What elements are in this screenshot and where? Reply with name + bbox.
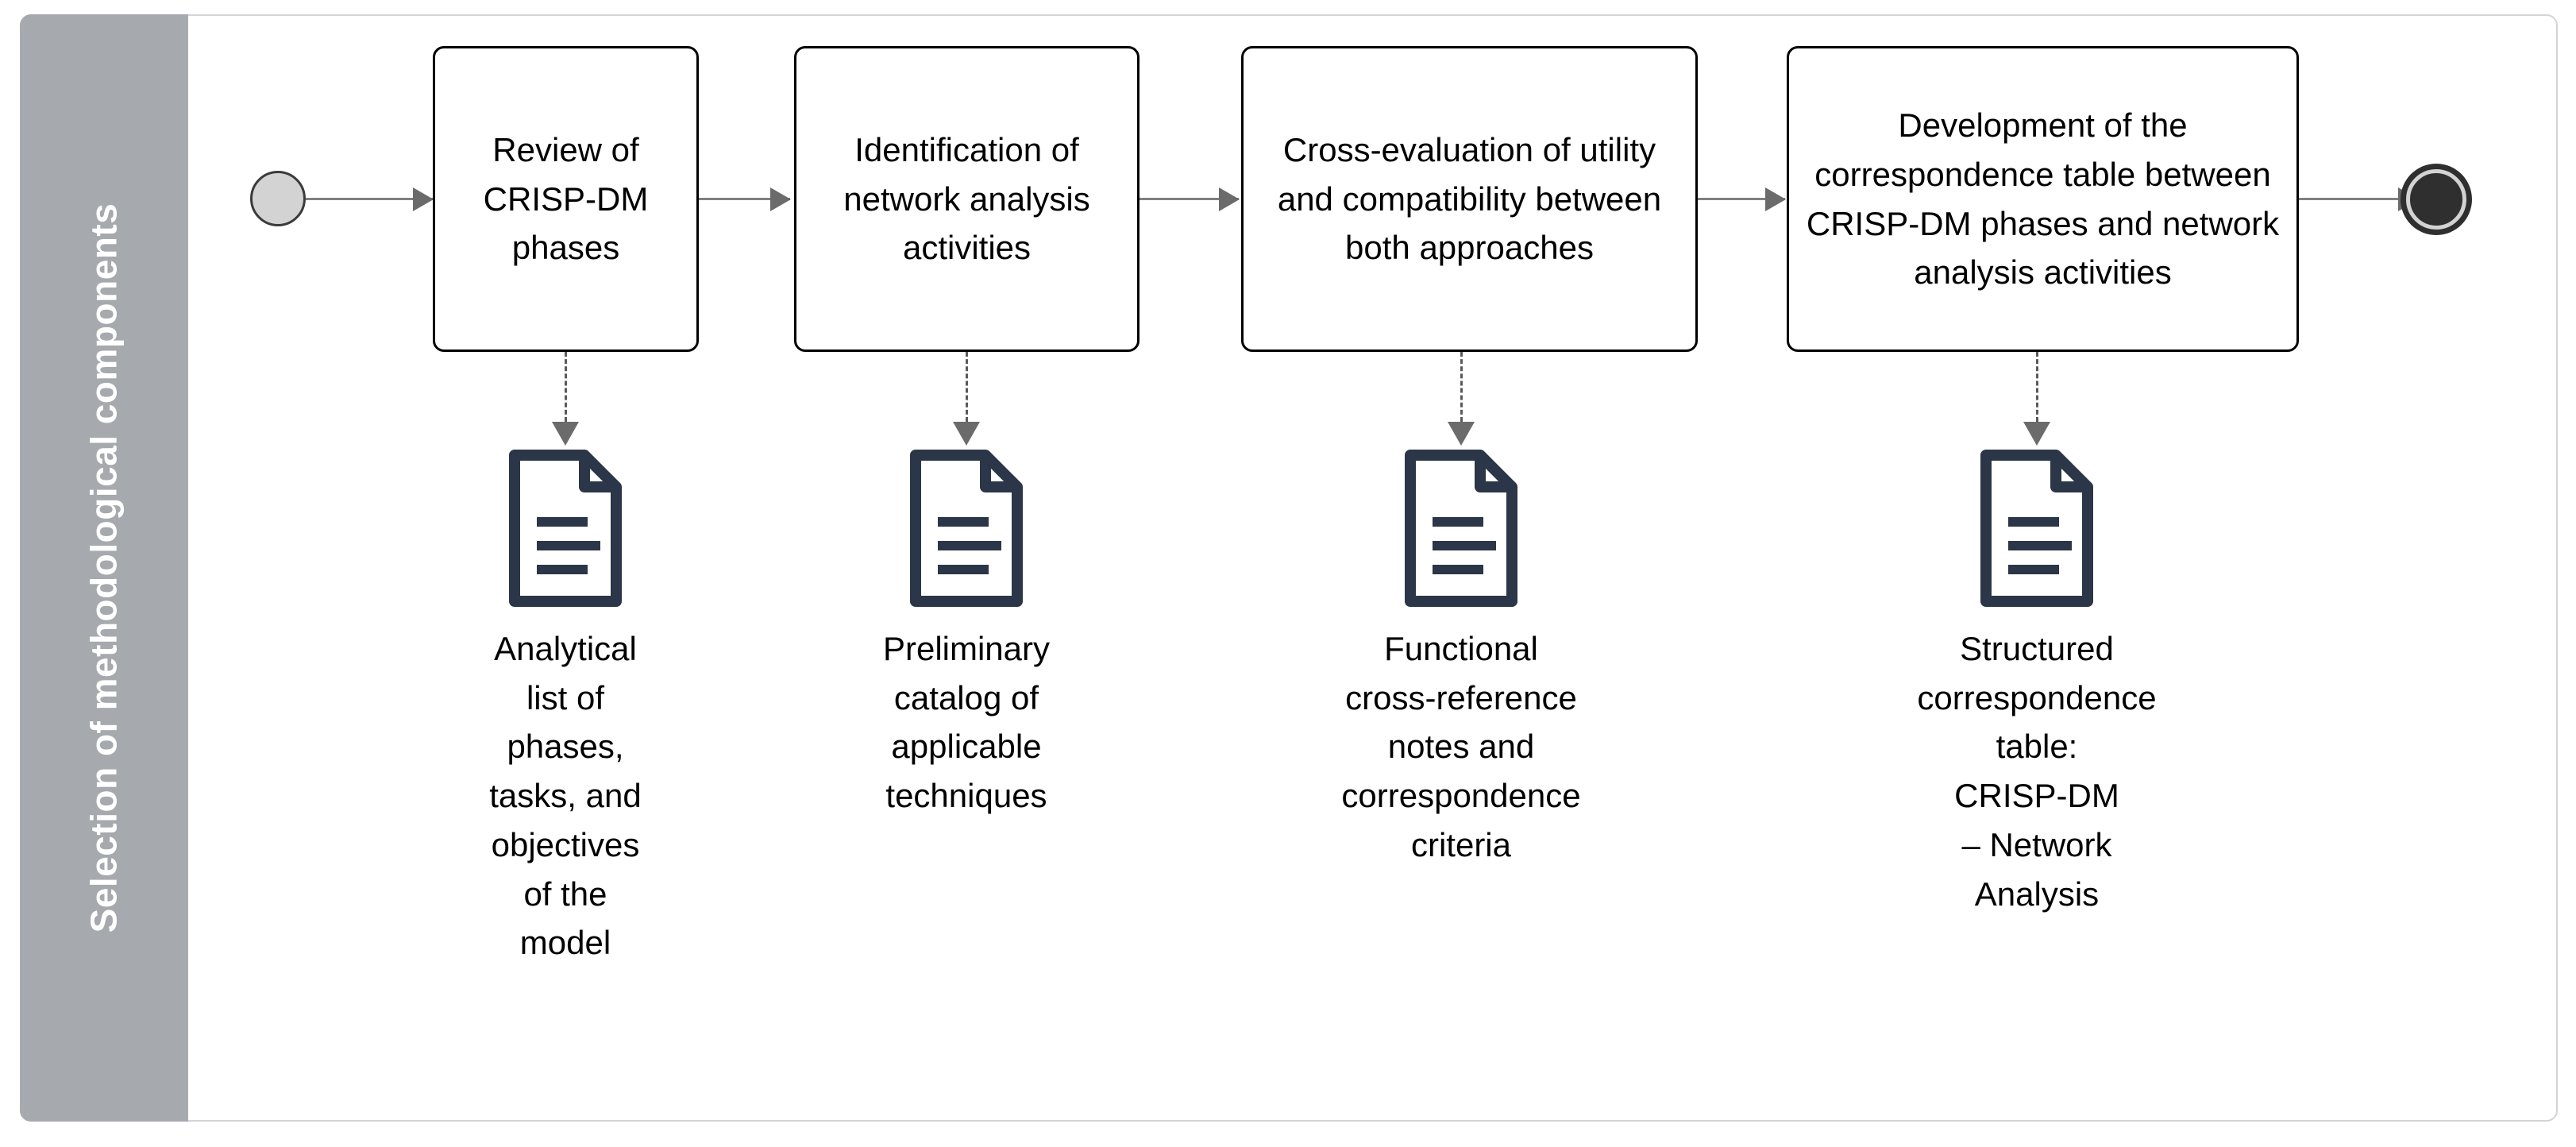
process-box-step-4-label: Development of the correspondence table … <box>1806 106 2280 292</box>
artifact-group-step-1: Analytical list of phases, tasks, and ob… <box>430 352 700 967</box>
process-box-step-1[interactable]: Review of CRISP-DM phases <box>433 46 699 352</box>
artifact-group-step-4: Structured correspondence table: CRISP-D… <box>1878 352 2196 918</box>
document-icon <box>505 449 626 612</box>
process-box-step-1-label: Review of CRISP-DM phases <box>483 130 649 267</box>
arrowhead-icon <box>1765 187 1786 211</box>
association-dashed-line <box>2035 352 2038 422</box>
connector-step-3-to-step-4 <box>1698 187 1786 211</box>
arrowhead-icon <box>2023 422 2050 446</box>
association-dashed-line <box>965 352 968 422</box>
connector-step-4-to-end <box>2299 187 2419 211</box>
process-box-step-4[interactable]: Development of the correspondence table … <box>1787 46 2299 352</box>
process-box-step-3[interactable]: Cross-evaluation of utility and compatib… <box>1241 46 1698 352</box>
artifact-caption-step-2: Preliminary catalog of applicable techni… <box>882 630 1051 815</box>
document-icon <box>906 449 1027 612</box>
end-event-node[interactable] <box>2406 169 2466 230</box>
arrowhead-icon <box>1448 422 1475 446</box>
arrowhead-icon <box>770 187 791 211</box>
association-dashed-line <box>564 352 567 422</box>
document-icon <box>1401 449 1521 612</box>
pool-lane-header: Selection of methodological components <box>20 14 188 1122</box>
arrowhead-icon <box>413 187 434 211</box>
artifact-group-step-3: Functional cross-reference notes and cor… <box>1294 352 1628 870</box>
process-box-step-3-label: Cross-evaluation of utility and compatib… <box>1277 130 1662 267</box>
artifact-caption-step-1: Analytical list of phases, tasks, and ob… <box>489 630 642 962</box>
connector-step-2-to-step-3 <box>1140 187 1240 211</box>
artifact-caption-step-3: Functional cross-reference notes and cor… <box>1341 630 1581 863</box>
connector-step-1-to-step-2 <box>699 187 791 211</box>
process-box-step-2[interactable]: Identification of network analysis activ… <box>794 46 1140 352</box>
lane-title: Selection of methodological components <box>83 203 125 933</box>
arrowhead-icon <box>1219 187 1240 211</box>
connector-start-to-step-1 <box>306 187 434 211</box>
start-event-node[interactable] <box>250 171 306 226</box>
process-box-step-2-label: Identification of network analysis activ… <box>843 130 1090 267</box>
document-icon <box>1976 449 2097 612</box>
arrowhead-icon <box>552 422 579 446</box>
artifact-caption-step-4: Structured correspondence table: CRISP-D… <box>1917 630 2157 913</box>
association-dashed-line <box>1460 352 1463 422</box>
arrowhead-icon <box>953 422 980 446</box>
artifact-group-step-2: Preliminary catalog of applicable techni… <box>831 352 1101 821</box>
